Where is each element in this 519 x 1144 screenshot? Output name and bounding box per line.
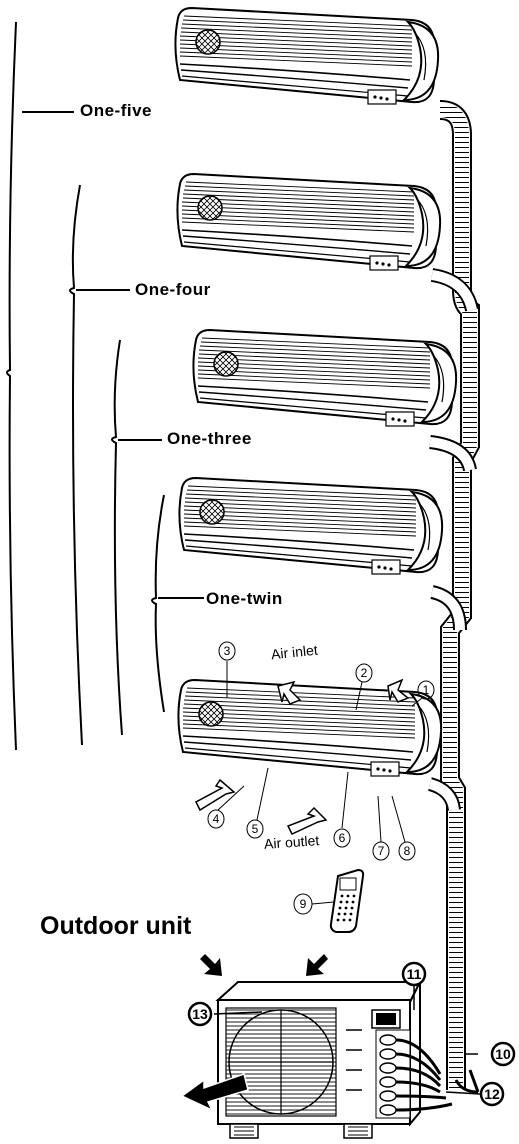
indoor-unit-3 <box>192 329 458 427</box>
callout-13: 13 <box>192 1006 208 1022</box>
refrigerant-pipes <box>427 100 480 1094</box>
callout-12: 12 <box>484 1086 500 1102</box>
callout-10: 10 <box>495 1046 511 1062</box>
callout-8: 8 <box>404 844 411 858</box>
indoor-unit-4 <box>176 173 442 271</box>
configuration-brackets <box>6 21 204 751</box>
label-one-five: One-five <box>80 101 153 120</box>
indoor-unit-5 <box>174 7 440 105</box>
indoor-callout-numbers: 3 2 1 4 5 6 7 8 <box>213 644 430 858</box>
callout-7: 7 <box>378 844 385 858</box>
outdoor-unit <box>180 954 453 1139</box>
callout-6: 6 <box>339 831 346 845</box>
callout-5: 5 <box>252 822 259 836</box>
label-one-four: One-four <box>135 280 211 299</box>
callout-2: 2 <box>361 666 368 680</box>
callout-1: 1 <box>423 683 430 697</box>
remote-controller: 9 <box>293 868 365 933</box>
label-one-three: One-three <box>167 429 252 448</box>
outdoor-unit-title: Outdoor unit <box>40 912 192 940</box>
callout-11: 11 <box>407 966 422 982</box>
callout-3: 3 <box>224 644 231 658</box>
outdoor-callouts: 13 11 10 12 <box>187 961 516 1107</box>
callout-4: 4 <box>213 812 220 826</box>
indoor-unit-2 <box>178 477 444 575</box>
label-one-twin: One-twin <box>206 589 283 608</box>
indoor-callouts <box>207 641 435 861</box>
callout-9: 9 <box>300 897 307 911</box>
airflow-arrows <box>195 678 410 835</box>
